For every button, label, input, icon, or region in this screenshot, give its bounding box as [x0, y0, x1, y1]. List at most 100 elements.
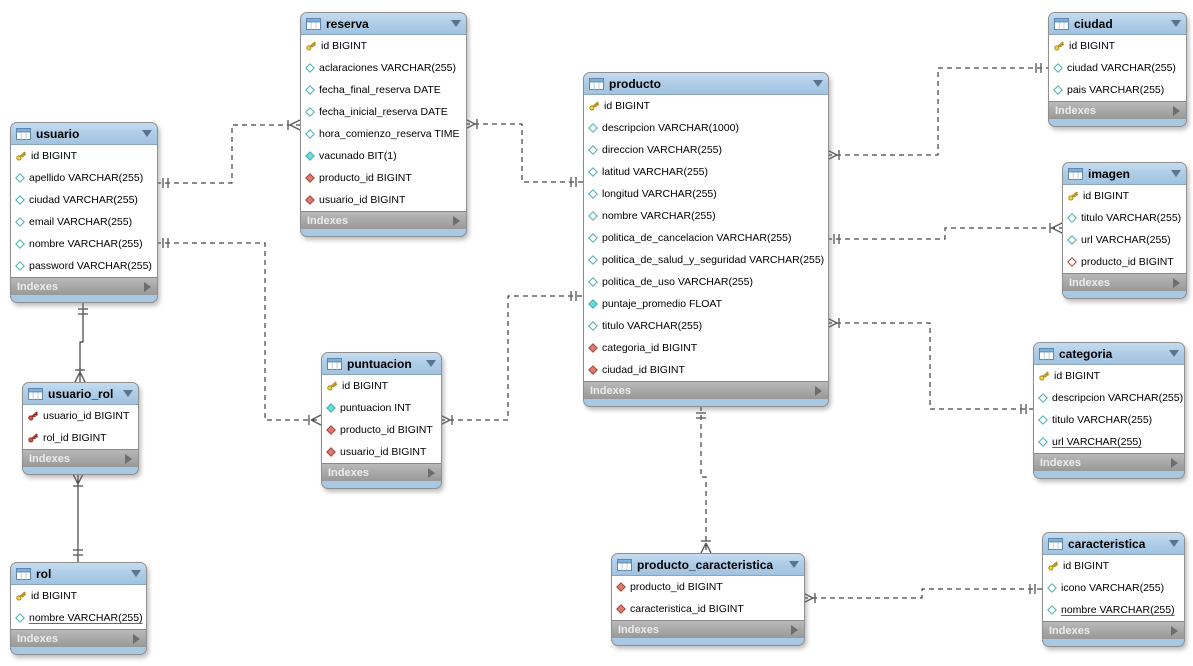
column-row[interactable]: ciudad_id BIGINT: [584, 359, 828, 381]
table-header-producto[interactable]: producto: [584, 73, 828, 95]
collapse-arrow-icon[interactable]: [426, 360, 436, 367]
column-row[interactable]: descripcion VARCHAR(255): [1034, 387, 1184, 409]
column-row[interactable]: producto_id BIGINT: [322, 419, 441, 441]
expand-arrow-icon[interactable]: [144, 281, 151, 292]
expand-arrow-icon[interactable]: [125, 453, 132, 464]
column-row[interactable]: vacunado BIT(1): [301, 145, 466, 167]
column-row[interactable]: email VARCHAR(255): [11, 211, 157, 233]
expand-arrow-icon[interactable]: [1173, 105, 1180, 116]
relationship-producto_caracteristica-caracteristica[interactable]: [802, 584, 1042, 604]
column-row[interactable]: direccion VARCHAR(255): [584, 139, 828, 161]
column-row[interactable]: usuario_id BIGINT: [23, 405, 138, 427]
indexes-footer[interactable]: Indexes: [612, 620, 804, 638]
relationship-usuario-puntuacion[interactable]: [156, 238, 322, 426]
relationship-reserva-producto[interactable]: [464, 118, 583, 187]
column-row[interactable]: politica_de_cancelacion VARCHAR(255): [584, 227, 828, 249]
relationship-producto-categoria[interactable]: [826, 317, 1033, 414]
relationship-usuario-usuario_rol[interactable]: [74, 302, 88, 383]
collapse-arrow-icon[interactable]: [451, 20, 461, 27]
column-row[interactable]: producto_id BIGINT: [301, 167, 466, 189]
column-row[interactable]: nombre VARCHAR(255): [11, 233, 157, 255]
expand-arrow-icon[interactable]: [1173, 277, 1180, 288]
column-row[interactable]: usuario_id BIGINT: [322, 441, 441, 463]
table-header-caracteristica[interactable]: caracteristica: [1043, 533, 1184, 555]
column-row[interactable]: fecha_final_reserva DATE: [301, 79, 466, 101]
collapse-arrow-icon[interactable]: [123, 390, 133, 397]
column-row[interactable]: usuario_id BIGINT: [301, 189, 466, 211]
column-row[interactable]: id BIGINT: [1049, 35, 1186, 57]
column-row[interactable]: id BIGINT: [11, 585, 146, 607]
column-row[interactable]: politica_de_uso VARCHAR(255): [584, 271, 828, 293]
column-row[interactable]: fecha_inicial_reserva DATE: [301, 101, 466, 123]
column-row[interactable]: producto_id BIGINT: [1063, 251, 1186, 273]
indexes-footer[interactable]: Indexes: [11, 277, 157, 295]
column-row[interactable]: ciudad VARCHAR(255): [11, 189, 157, 211]
expand-arrow-icon[interactable]: [1171, 625, 1178, 636]
column-row[interactable]: nombre VARCHAR(255): [584, 205, 828, 227]
column-row[interactable]: pais VARCHAR(255): [1049, 79, 1186, 101]
column-row[interactable]: icono VARCHAR(255): [1043, 577, 1184, 599]
column-row[interactable]: latitud VARCHAR(255): [584, 161, 828, 183]
column-row[interactable]: puntuacion INT: [322, 397, 441, 419]
column-row[interactable]: categoria_id BIGINT: [584, 337, 828, 359]
table-header-categoria[interactable]: categoria: [1034, 343, 1184, 365]
column-row[interactable]: id BIGINT: [1043, 555, 1184, 577]
relationship-producto-producto_caracteristica[interactable]: [696, 406, 712, 554]
expand-arrow-icon[interactable]: [815, 385, 822, 396]
column-row[interactable]: id BIGINT: [1063, 185, 1186, 207]
column-row[interactable]: titulo VARCHAR(255): [1034, 409, 1184, 431]
indexes-footer[interactable]: Indexes: [322, 463, 441, 481]
indexes-footer[interactable]: Indexes: [11, 629, 146, 647]
collapse-arrow-icon[interactable]: [142, 130, 152, 137]
column-row[interactable]: url VARCHAR(255): [1063, 229, 1186, 251]
relationship-producto-ciudad[interactable]: [826, 63, 1048, 161]
collapse-arrow-icon[interactable]: [789, 561, 799, 568]
column-row[interactable]: producto_id BIGINT: [612, 576, 804, 598]
column-row[interactable]: nombre VARCHAR(255): [11, 607, 146, 629]
column-row[interactable]: titulo VARCHAR(255): [584, 315, 828, 337]
column-row[interactable]: id BIGINT: [1034, 365, 1184, 387]
expand-arrow-icon[interactable]: [791, 624, 798, 635]
column-row[interactable]: apellido VARCHAR(255): [11, 167, 157, 189]
column-row[interactable]: puntaje_promedio FLOAT: [584, 293, 828, 315]
indexes-footer[interactable]: Indexes: [301, 211, 466, 229]
column-row[interactable]: hora_comienzo_reserva TIME: [301, 123, 466, 145]
column-row[interactable]: password VARCHAR(255): [11, 255, 157, 277]
indexes-footer[interactable]: Indexes: [1043, 621, 1184, 639]
column-row[interactable]: id BIGINT: [584, 95, 828, 117]
column-row[interactable]: caracteristica_id BIGINT: [612, 598, 804, 620]
column-row[interactable]: ciudad VARCHAR(255): [1049, 57, 1186, 79]
column-row[interactable]: politica_de_salud_y_seguridad VARCHAR(25…: [584, 249, 828, 271]
collapse-arrow-icon[interactable]: [131, 570, 141, 577]
expand-arrow-icon[interactable]: [453, 215, 460, 226]
table-header-producto_caracteristica[interactable]: producto_caracteristica: [612, 554, 804, 576]
relationship-usuario_rol-rol[interactable]: [72, 473, 84, 562]
expand-arrow-icon[interactable]: [428, 467, 435, 478]
table-header-puntuacion[interactable]: puntuacion: [322, 353, 441, 375]
collapse-arrow-icon[interactable]: [813, 80, 823, 87]
table-header-ciudad[interactable]: ciudad: [1049, 13, 1186, 35]
expand-arrow-icon[interactable]: [133, 633, 140, 644]
column-row[interactable]: id BIGINT: [301, 35, 466, 57]
column-row[interactable]: rol_id BIGINT: [23, 427, 138, 449]
column-row[interactable]: titulo VARCHAR(255): [1063, 207, 1186, 229]
column-row[interactable]: aclaraciones VARCHAR(255): [301, 57, 466, 79]
indexes-footer[interactable]: Indexes: [584, 381, 828, 399]
expand-arrow-icon[interactable]: [1171, 457, 1178, 468]
column-row[interactable]: id BIGINT: [11, 145, 157, 167]
column-row[interactable]: longitud VARCHAR(255): [584, 183, 828, 205]
indexes-footer[interactable]: Indexes: [1034, 453, 1184, 471]
column-row[interactable]: nombre VARCHAR(255): [1043, 599, 1184, 621]
relationship-puntuacion-producto[interactable]: [439, 291, 583, 426]
collapse-arrow-icon[interactable]: [1171, 170, 1181, 177]
